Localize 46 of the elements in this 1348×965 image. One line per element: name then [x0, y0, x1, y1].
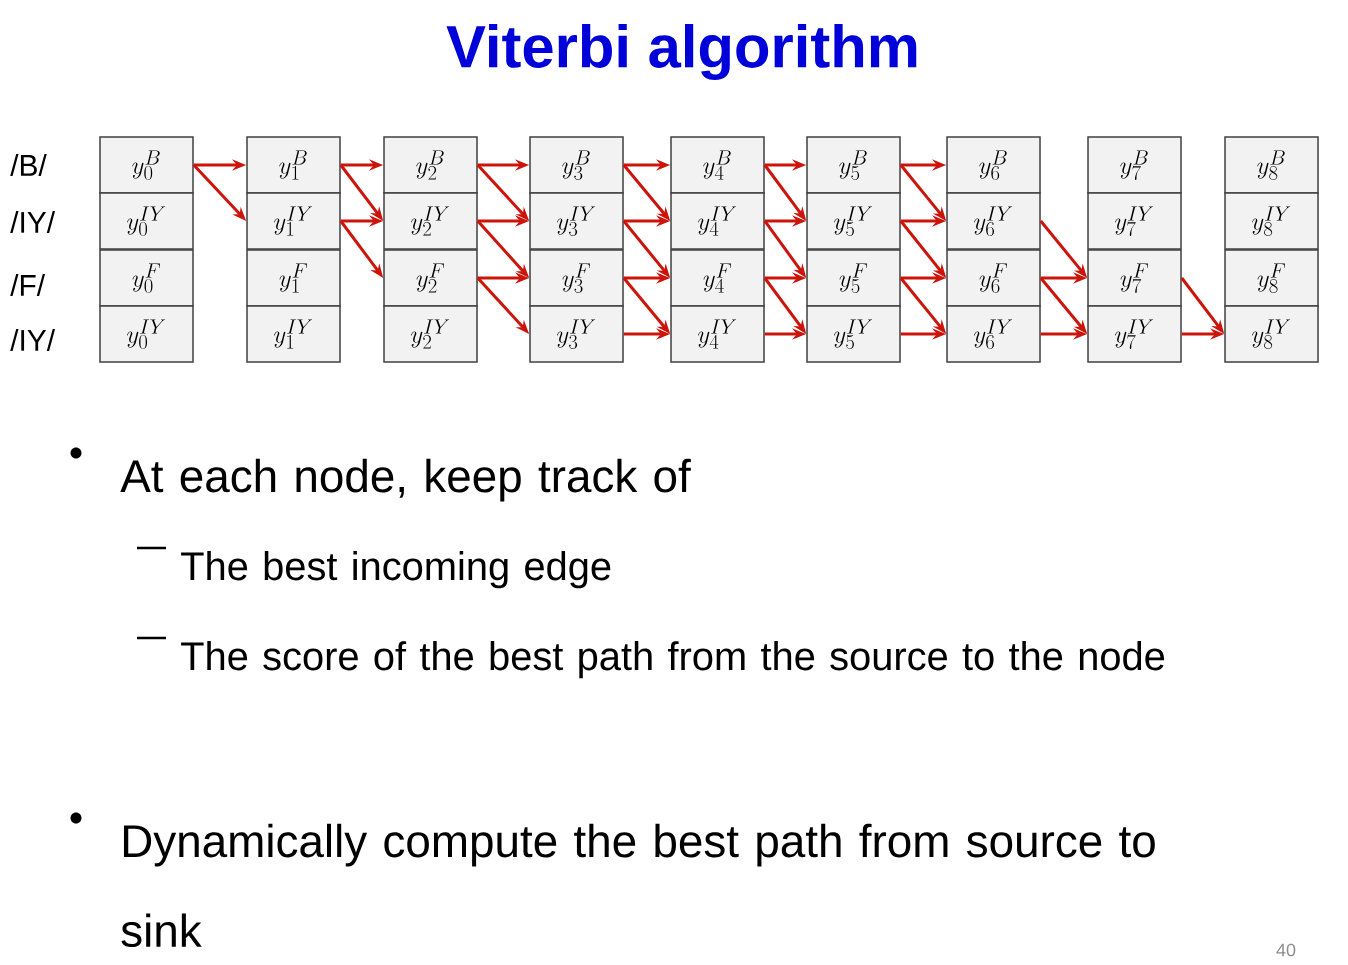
state-cell: $y_{2}^{IY}$ [383, 192, 478, 250]
state-cell: $y_{5}^{F}$ [806, 249, 901, 307]
state-cell: $y_{6}^{IY}$ [946, 305, 1041, 363]
state-cell: $y_{1}^{IY}$ [246, 192, 341, 250]
state-cell: $y_{3}^{F}$ [529, 249, 624, 307]
state-cell: $y_{0}^{IY}$ [99, 192, 194, 250]
state-cell: $y_{0}^{B}$ [99, 136, 194, 194]
state-cell: $y_{5}^{IY}$ [806, 192, 901, 250]
state-cell: $y_{7}^{F}$ [1087, 249, 1182, 307]
state-cell: $y_{1}^{B}$ [246, 136, 341, 194]
bullet-text: At each node, keep track of [120, 458, 691, 502]
title: Viterbi algorithm [446, 24, 917, 80]
page-number: 40 [1276, 943, 1296, 957]
bullet-text: Dynamically compute the best path from source to sink [121, 823, 1155, 948]
state-cell: $y_{8}^{IY}$ [1224, 192, 1319, 250]
state-cell: $y_{7}^{IY}$ [1087, 192, 1182, 250]
state-cell: $y_{3}^{IY}$ [529, 305, 624, 363]
state-cell: $y_{4}^{F}$ [670, 249, 765, 307]
bullet-text: The score of the best path from the source to the node [181, 641, 1165, 679]
bullet-text: The best incoming edge [181, 551, 611, 589]
row-label: /B/ [10, 154, 47, 176]
state-cell: $y_{0}^{IY}$ [99, 305, 194, 363]
state-cell: $y_{1}^{IY}$ [246, 305, 341, 363]
state-cell: $y_{3}^{B}$ [529, 136, 624, 194]
state-cell: $y_{0}^{F}$ [99, 249, 194, 307]
state-cell: $y_{5}^{B}$ [806, 136, 901, 194]
row-label: /IY/ [10, 329, 56, 351]
state-cell: $y_{4}^{IY}$ [670, 305, 765, 363]
state-cell: $y_{2}^{IY}$ [383, 305, 478, 363]
row-label: /F/ [10, 274, 46, 296]
state-cell: $y_{7}^{IY}$ [1087, 305, 1182, 363]
state-cell: $y_{8}^{B}$ [1224, 136, 1319, 194]
state-cell: $y_{8}^{IY}$ [1224, 305, 1319, 363]
state-cell: $y_{4}^{B}$ [670, 136, 765, 194]
row-label: /IY/ [10, 211, 56, 233]
state-cell: $y_{6}^{B}$ [946, 136, 1041, 194]
state-cell: $y_{2}^{F}$ [383, 249, 478, 307]
state-cell: $y_{4}^{IY}$ [670, 192, 765, 250]
state-cell: $y_{6}^{F}$ [946, 249, 1041, 307]
state-cell: $y_{2}^{B}$ [383, 136, 478, 194]
state-cell: $y_{3}^{IY}$ [529, 192, 624, 250]
state-cell: $y_{1}^{F}$ [246, 249, 341, 307]
state-cell: $y_{8}^{F}$ [1224, 249, 1319, 307]
state-cell: $y_{6}^{IY}$ [946, 192, 1041, 250]
state-cell: $y_{7}^{B}$ [1087, 136, 1182, 194]
state-cell: $y_{5}^{IY}$ [806, 305, 901, 363]
